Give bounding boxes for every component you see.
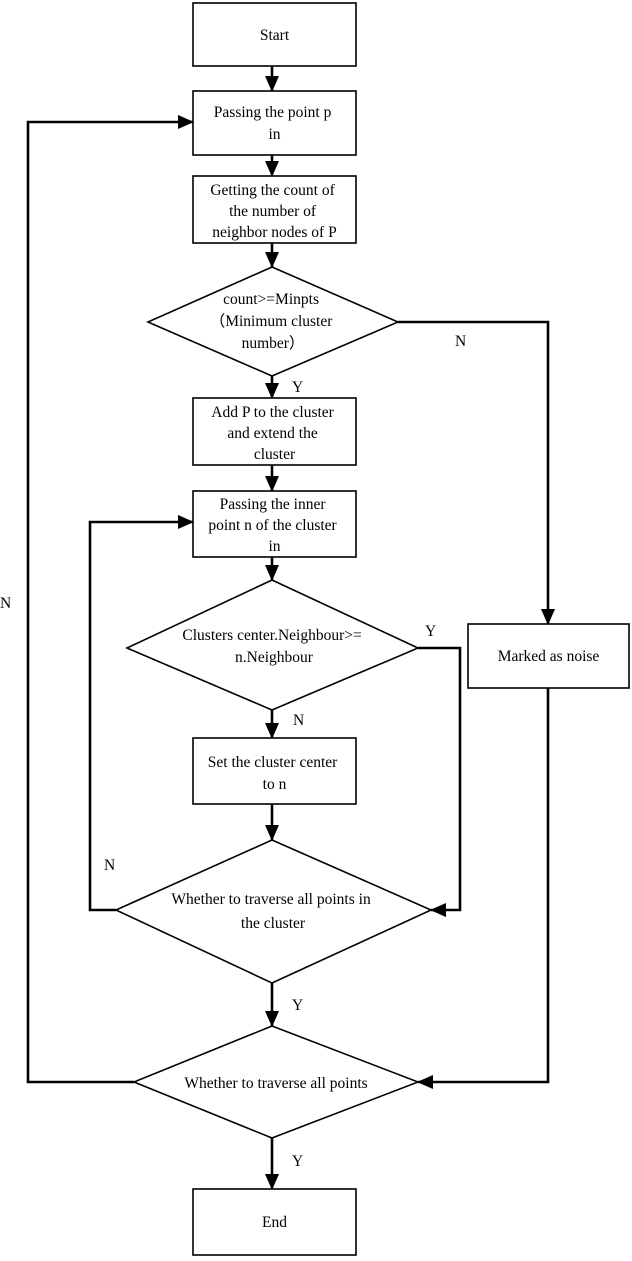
set-center-label: Set the cluster center to n	[208, 754, 341, 793]
set-center-line-1: Set the cluster center	[208, 754, 338, 771]
node-decision-neighbour: Clusters center.Neighbour>= n.Neighbour	[125, 579, 420, 711]
count-neighbors-line-1: Getting the count of	[210, 182, 335, 199]
edge-labels: N Y Y N N Y N Y	[0, 333, 466, 1170]
label-traverse-cluster-yes: Y	[292, 997, 303, 1014]
end-label-line: End	[262, 1214, 287, 1231]
arrow-traverse-all-no-loop	[26, 115, 194, 1084]
node-decision-traverse-cluster: Whether to traverse all points in the cl…	[114, 839, 433, 984]
count-neighbors-line-2: the number of	[229, 203, 317, 220]
label-minpts-no: N	[455, 333, 466, 350]
decision-neighbour-diamond	[125, 579, 420, 711]
decision-neighbour-label: Clusters center.Neighbour>= n.Neighbour	[182, 627, 365, 666]
start-label-line: Start	[260, 27, 290, 44]
end-box	[192, 1188, 357, 1256]
pass-point-p-line-2: in	[268, 126, 280, 143]
node-set-center: Set the cluster center to n	[192, 737, 357, 805]
label-traverse-all-no: N	[0, 595, 11, 612]
pass-point-p-label: Passing the point p in	[214, 104, 335, 143]
pass-inner-point-label: Passing the inner point n of the cluster…	[208, 496, 340, 555]
pass-inner-point-line-2: point n of the cluster	[208, 517, 337, 534]
decision-traverse-all-label: Whether to traverse all points	[184, 1075, 367, 1092]
decision-minpts-line-1: count>=Minpts	[223, 291, 319, 308]
decision-traverse-cluster-label: Whether to traverse all points in the cl…	[171, 891, 374, 932]
decision-minpts-label: count>=Minpts （Minimum cluster number）	[210, 291, 337, 352]
arrow-minpts-no-to-noise	[398, 320, 555, 625]
pass-inner-point-box	[192, 490, 357, 558]
end-label: End	[262, 1214, 287, 1231]
decision-minpts-diamond	[146, 266, 401, 377]
start-label: Start	[260, 27, 290, 44]
pass-point-p-line-1: Passing the point p	[214, 104, 332, 121]
node-decision-traverse-all: Whether to traverse all points	[131, 1025, 421, 1139]
node-pass-point-p: Passing the point p in	[192, 90, 357, 156]
count-neighbors-box	[192, 175, 357, 244]
decision-traverse-all-line-1: Whether to traverse all points	[184, 1075, 367, 1092]
label-neighbour-no: N	[293, 712, 304, 729]
add-p-line-1: Add P to the cluster	[211, 404, 334, 421]
pass-point-p-box	[192, 90, 357, 156]
label-minpts-yes: Y	[292, 379, 303, 396]
decision-traverse-cluster-line-1: Whether to traverse all points in	[171, 891, 371, 908]
connectors	[26, 66, 555, 1190]
label-traverse-all-yes: Y	[292, 1153, 303, 1170]
decision-traverse-cluster-diamond	[114, 839, 433, 984]
add-p-box	[192, 397, 357, 466]
node-add-p: Add P to the cluster and extend the clus…	[192, 397, 357, 466]
arrow-noise-to-traverse-all	[417, 688, 550, 1089]
arrow-traverse-cluster-no-loop	[88, 515, 194, 912]
node-start: Start	[192, 2, 357, 67]
label-traverse-cluster-no: N	[104, 857, 115, 874]
decision-traverse-all-diamond	[131, 1025, 421, 1139]
node-marked-noise: Marked as noise	[467, 623, 630, 689]
marked-noise-line: Marked as noise	[498, 648, 600, 665]
set-center-line-2: to n	[263, 776, 287, 793]
node-count-neighbors: Getting the count of the number of neigh…	[192, 175, 357, 244]
decision-neighbour-line-1: Clusters center.Neighbour>=	[182, 627, 361, 644]
set-center-box	[192, 737, 357, 805]
node-pass-inner-point: Passing the inner point n of the cluster…	[192, 490, 357, 558]
node-decision-minpts: count>=Minpts （Minimum cluster number）	[146, 266, 401, 377]
add-p-line-2: and extend the	[227, 425, 318, 442]
marked-noise-box	[467, 623, 630, 689]
pass-inner-point-line-3: in	[268, 538, 280, 555]
decision-minpts-line-3: number）	[242, 335, 305, 352]
decision-minpts-line-2: （Minimum cluster	[210, 313, 334, 330]
decision-neighbour-line-2: n.Neighbour	[235, 649, 314, 666]
count-neighbors-line-3: neighbor nodes of P	[212, 224, 336, 241]
count-neighbors-label: Getting the count of the number of neigh…	[210, 182, 338, 241]
add-p-label: Add P to the cluster and extend the clus…	[211, 404, 337, 463]
decision-traverse-cluster-line-2: the cluster	[241, 915, 306, 932]
pass-inner-point-line-1: Passing the inner	[220, 496, 327, 513]
add-p-line-3: cluster	[254, 446, 296, 463]
node-end: End	[192, 1188, 357, 1256]
marked-noise-label: Marked as noise	[498, 648, 600, 665]
label-neighbour-yes: Y	[425, 623, 436, 640]
start-box	[192, 2, 357, 67]
arrow-neighbour-yes-to-traverse-cluster	[418, 646, 462, 917]
